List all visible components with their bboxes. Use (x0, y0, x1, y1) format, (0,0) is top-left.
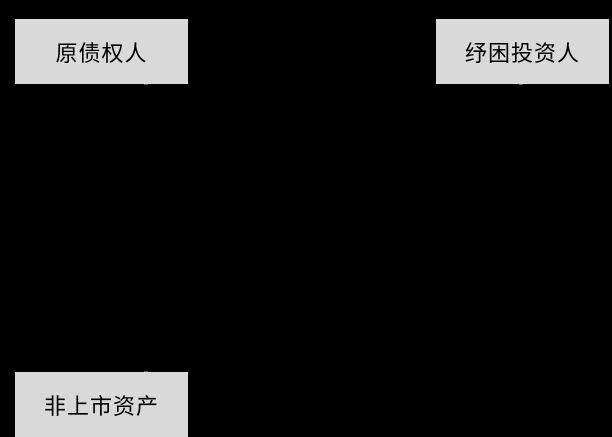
connector-stub (144, 371, 148, 372)
node-original-creditor: 原债权人 (15, 19, 188, 84)
connector-stub (519, 84, 523, 85)
node-unlisted-asset: 非上市资产 (15, 372, 188, 437)
node-bailout-investor: 纾困投资人 (436, 19, 609, 84)
connector-stub (144, 84, 148, 85)
